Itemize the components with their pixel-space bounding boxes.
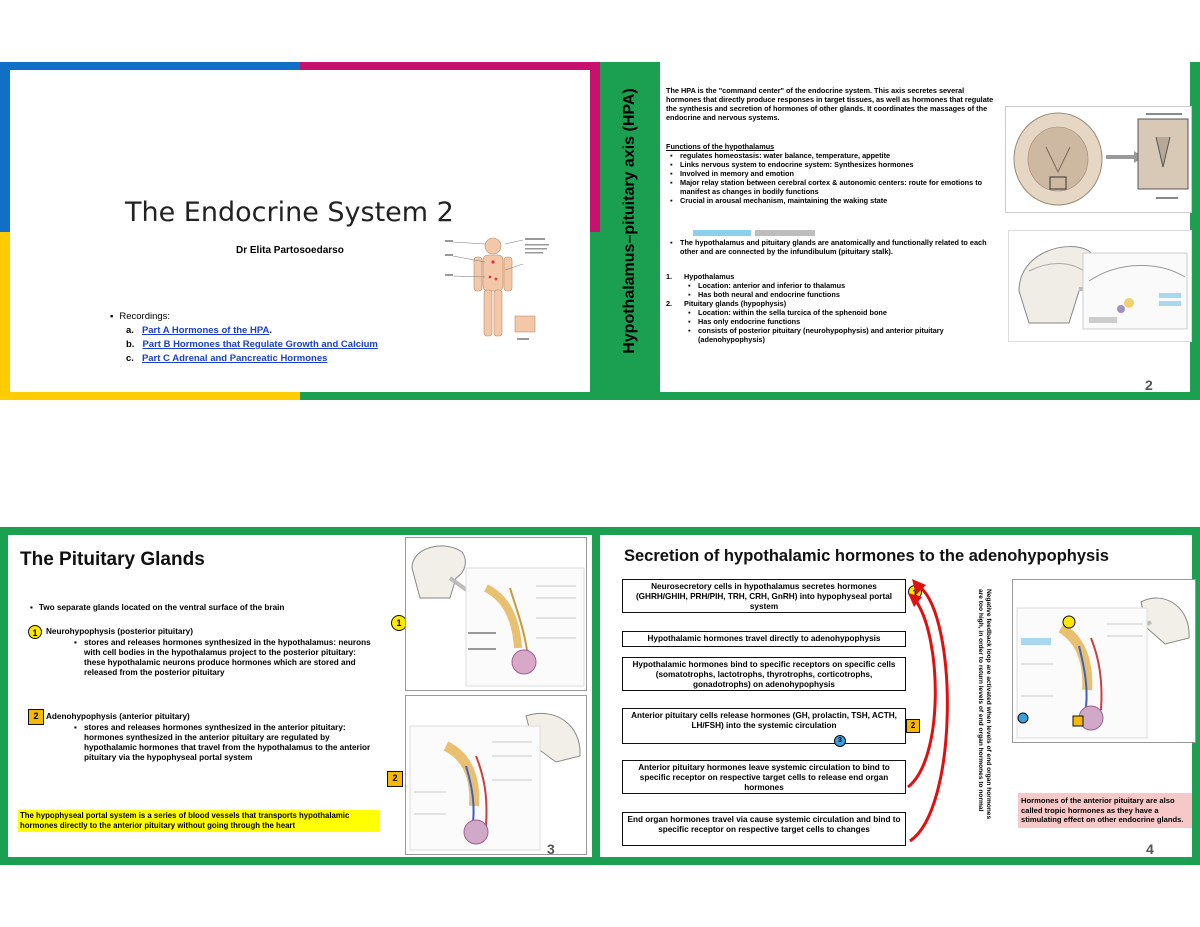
function-item: Links nervous system to endocrine system… bbox=[670, 160, 1001, 169]
slide1-bottom-bar-green bbox=[300, 392, 600, 400]
hpa-side-title: Hypothalamus–pituitary axis (HPA) bbox=[621, 88, 638, 354]
slide4-title: Secretion of hypothalamic hormones to th… bbox=[624, 547, 1109, 565]
hpa-intro: The HPA is the "command center" of the e… bbox=[666, 86, 994, 122]
negative-feedback-text: Negative feedback loop are activated whe… bbox=[977, 589, 992, 820]
badge-1: 1 bbox=[28, 625, 42, 639]
function-item: Crucial in arousal mechanism, maintainin… bbox=[670, 196, 1001, 205]
slide1-right-bar-green bbox=[590, 232, 600, 400]
page-number: 2 bbox=[1145, 377, 1153, 393]
flow-step-3: Hypothalamic hormones bind to specific r… bbox=[622, 657, 906, 691]
slide3-top-bar bbox=[0, 527, 600, 535]
flow-step-4: Anterior pituitary cells release hormone… bbox=[622, 708, 906, 744]
slide-pituitary-glands: The Pituitary Glands ▪Two separate gland… bbox=[0, 527, 600, 865]
page-number: 4 bbox=[1146, 841, 1154, 857]
highlight-swatch-blue bbox=[693, 230, 751, 236]
slide1-top-bar-magenta bbox=[300, 62, 600, 70]
slide2-bottom-bar bbox=[660, 392, 1200, 400]
recordings-label: ▪Recordings: bbox=[110, 311, 171, 322]
brain-coronal-figure bbox=[1005, 106, 1192, 213]
highlight-swatch-gray bbox=[755, 230, 815, 236]
recording-link-b[interactable]: b.Part B Hormones that Regulate Growth a… bbox=[126, 339, 378, 350]
flow-badge-2: 2 bbox=[906, 719, 920, 733]
slide2-green-side-panel bbox=[600, 62, 660, 400]
slide3-bottom-bar bbox=[0, 857, 600, 865]
functions-list: regulates homeostasis: water balance, te… bbox=[666, 151, 1001, 205]
author-name: Dr Elita Partosoedarso bbox=[236, 245, 344, 256]
slide3-title: The Pituitary Glands bbox=[20, 549, 205, 570]
pituitary-intro-bullet: ▪Two separate glands located on the vent… bbox=[30, 603, 285, 612]
neurohypophysis-detail: stores and releases hormones synthesized… bbox=[74, 638, 374, 678]
brain-sagittal-figure bbox=[1008, 230, 1192, 342]
slide-title: The Endocrine System 2 Dr Elita Partosoe… bbox=[0, 62, 600, 400]
adenohypophysis-detail: stores and releases hormones synthesized… bbox=[74, 723, 374, 763]
slide1-left-bar-blue bbox=[0, 62, 10, 232]
tropic-hormones-note: Hormones of the anterior pituitary are a… bbox=[1018, 793, 1192, 828]
hypothalamus-functions: Functions of the hypothalamus regulates … bbox=[666, 142, 1001, 205]
gland-hypothalamus: 1.Hypothalamus Location: anterior and in… bbox=[666, 272, 1001, 299]
page-number: 3 bbox=[547, 841, 555, 857]
slide3-right-bar bbox=[592, 527, 600, 865]
recordings-block: ▪Recordings: a.Part A Hormones of the HP… bbox=[110, 310, 378, 366]
flow-step-6: End organ hormones travel via cause syst… bbox=[622, 812, 906, 846]
function-item: Involved in memory and emotion bbox=[670, 169, 1001, 178]
endocrine-body-figure bbox=[445, 234, 575, 352]
hpa-relation: The hypothalamus and pituitary glands ar… bbox=[666, 238, 1001, 256]
flow-badge-3: 3 bbox=[834, 735, 846, 747]
function-item: Major relay station between cerebral cor… bbox=[670, 178, 1001, 196]
gland-pituitary: 2.Pituitary glands (hypophysis) Location… bbox=[666, 299, 1001, 344]
slide-hpa: Hypothalamus–pituitary axis (HPA) The HP… bbox=[600, 62, 1200, 400]
adenohypophysis-figure bbox=[1012, 579, 1196, 743]
anterior-pituitary-figure bbox=[405, 695, 587, 855]
hpa-glands: 1.Hypothalamus Location: anterior and in… bbox=[666, 272, 1001, 344]
flow-step-1: Neurosecretory cells in hypothalamus sec… bbox=[622, 579, 906, 613]
figure-badge-2: 2 bbox=[387, 771, 403, 787]
slide1-right-bar-magenta bbox=[590, 62, 600, 232]
function-item: regulates homeostasis: water balance, te… bbox=[670, 151, 1001, 160]
badge-2: 2 bbox=[28, 709, 44, 725]
functions-heading: Functions of the hypothalamus bbox=[666, 142, 775, 151]
flow-step-5: Anterior pituitary hormones leave system… bbox=[622, 760, 906, 794]
posterior-pituitary-figure bbox=[405, 537, 587, 691]
adenohypophysis-name: Adenohypophysis (anterior pituitary) bbox=[46, 712, 190, 721]
flow-step-2: Hypothalamic hormones travel directly to… bbox=[622, 631, 906, 647]
presentation-title: The Endocrine System 2 bbox=[125, 197, 454, 228]
recording-link-c[interactable]: c.Part C Adrenal and Pancreatic Hormones bbox=[126, 353, 328, 364]
slide3-left-bar bbox=[0, 527, 8, 865]
slide2-right-edge bbox=[1190, 62, 1200, 400]
slide1-left-bar-yellow bbox=[0, 232, 10, 400]
slide-hypothalamic-secretion: Secretion of hypothalamic hormones to th… bbox=[600, 527, 1200, 865]
neurohypophysis-name: Neurohypophysis (posterior pituitary) bbox=[46, 627, 193, 636]
slide1-bottom-bar-yellow bbox=[0, 392, 300, 400]
slide1-top-bar-blue bbox=[0, 62, 300, 70]
slide4-top-bar bbox=[600, 527, 1200, 535]
negative-feedback-arrows bbox=[907, 579, 949, 843]
recording-link-a[interactable]: a.Part A Hormones of the HPA. bbox=[126, 325, 272, 336]
slide4-right-bar bbox=[1192, 527, 1200, 865]
portal-system-highlight: The hypophyseal portal system is a serie… bbox=[18, 810, 380, 832]
slide4-bottom-bar bbox=[600, 857, 1200, 865]
